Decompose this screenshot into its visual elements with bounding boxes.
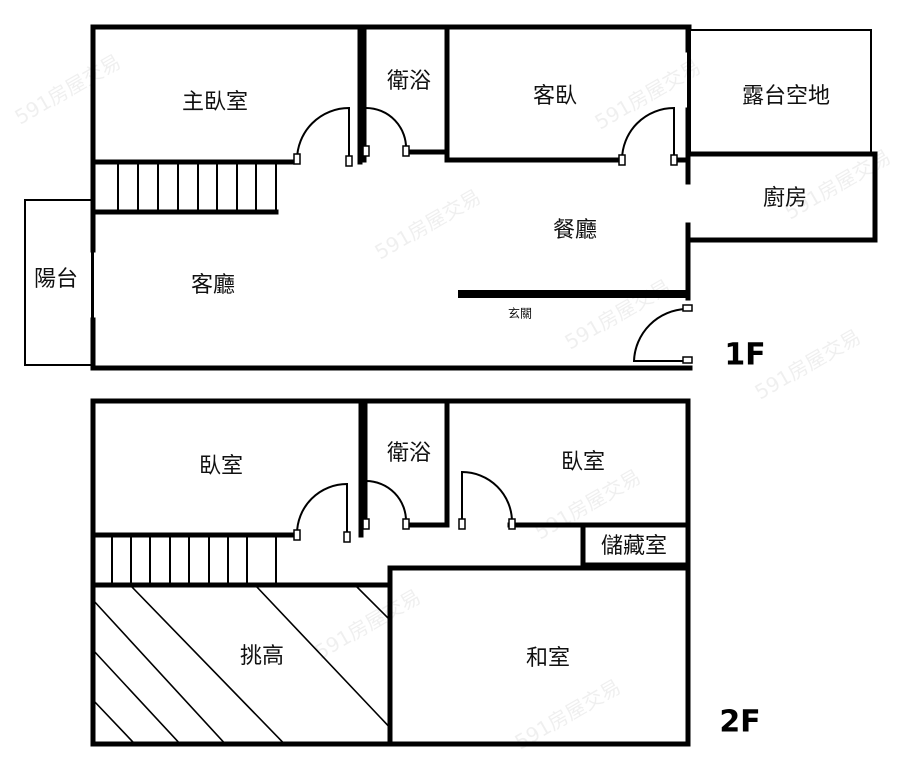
room-label-guest-bedroom: 客臥	[533, 84, 577, 109]
door	[618, 106, 678, 166]
room-label-storage: 儲藏室	[601, 534, 667, 559]
room-label-balcony: 陽台	[34, 267, 78, 292]
watermark: 591房屋交易	[311, 584, 425, 664]
room-label-master-bedroom: 主臥室	[182, 90, 248, 115]
door	[362, 480, 410, 530]
room-label-kitchen: 廚房	[763, 186, 807, 211]
staircase	[90, 535, 393, 588]
room-label-living-room: 客廳	[191, 273, 235, 298]
atrium-hatching	[93, 585, 390, 744]
room-label-entrance: 玄關	[508, 306, 532, 321]
door	[293, 482, 351, 543]
floor-1-plan: 主臥室 衛浴 客臥 露台空地 廚房 餐廳 陽台 客廳 玄關 1F	[24, 24, 878, 373]
kitchen-wall	[685, 151, 878, 301]
entrance-door	[632, 304, 693, 364]
room-label-bedroom-left: 臥室	[199, 454, 243, 479]
door	[293, 106, 353, 167]
watermark: 591房屋交易	[561, 274, 675, 354]
room-label-bedroom-right: 臥室	[561, 450, 605, 475]
room-label-atrium: 挑高	[240, 644, 284, 669]
room-label-japanese-room: 和室	[526, 646, 570, 671]
door	[458, 470, 516, 530]
door	[362, 106, 410, 157]
watermark: 591房屋交易	[751, 324, 865, 404]
watermark: 591房屋交易	[371, 184, 485, 264]
floor-2-plan: 臥室 衛浴 臥室 儲藏室 挑高 和室 2F	[90, 398, 761, 747]
floor-label-1f: 1F	[724, 338, 765, 373]
storage-wall	[580, 522, 691, 568]
master-bedroom-wall	[90, 24, 363, 165]
watermark: 591房屋交易	[11, 49, 125, 129]
room-label-bathroom: 衛浴	[387, 69, 431, 94]
watermark: 591房屋交易	[531, 464, 645, 544]
room-label-bathroom: 衛浴	[387, 441, 431, 466]
room-label-dining-room: 餐廳	[553, 218, 597, 243]
floor-label-2f: 2F	[719, 705, 760, 740]
room-label-terrace: 露台空地	[742, 84, 830, 109]
guest-bedroom-wall	[444, 24, 691, 185]
staircase	[90, 162, 279, 215]
balcony-outline	[24, 199, 94, 366]
bathroom-wall	[361, 24, 450, 163]
interior-wall	[90, 398, 691, 538]
japanese-room-wall	[387, 565, 691, 747]
entrance-partition	[458, 290, 689, 298]
